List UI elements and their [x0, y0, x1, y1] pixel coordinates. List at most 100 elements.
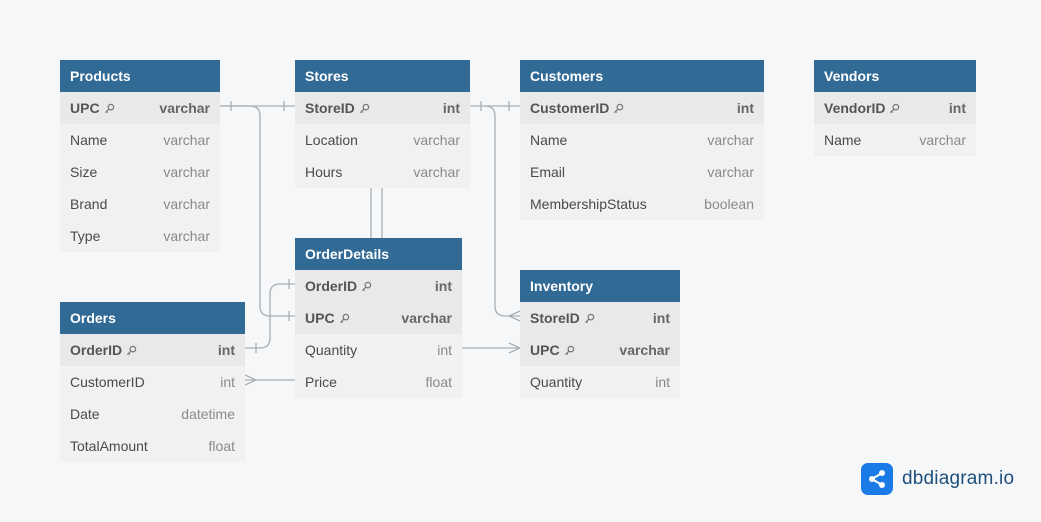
- field-row[interactable]: StoreID int: [295, 92, 470, 124]
- field-name-text: Quantity: [305, 342, 358, 358]
- field-type: int: [736, 100, 754, 116]
- field-name: Quantity: [305, 334, 357, 366]
- field-row[interactable]: Size varchar: [60, 156, 220, 188]
- field-type: int: [220, 374, 235, 390]
- field-name-text: Name: [824, 132, 862, 148]
- field-name-text: TotalAmount: [70, 438, 148, 454]
- field-name: Price: [305, 366, 337, 398]
- table-header[interactable]: Customers: [520, 60, 764, 92]
- field-name-text: StoreID: [305, 100, 355, 116]
- field-name: UPC: [305, 302, 350, 334]
- field-row[interactable]: OrderID int: [295, 270, 462, 302]
- field-name: Email: [530, 156, 565, 188]
- field-name-text: OrderID: [305, 278, 358, 294]
- field-type: varchar: [401, 310, 452, 326]
- edge-stores-inventory: [484, 105, 520, 317]
- field-type: int: [655, 374, 670, 390]
- field-row[interactable]: CustomerID int: [60, 366, 245, 398]
- field-type: varchar: [163, 132, 210, 148]
- field-type: datetime: [181, 406, 235, 422]
- field-name: Date: [70, 398, 100, 430]
- table-header[interactable]: Products: [60, 60, 220, 92]
- field-name-text: OrderID: [70, 342, 123, 358]
- field-name: StoreID: [305, 92, 370, 124]
- field-row[interactable]: Location varchar: [295, 124, 470, 156]
- edge-orders-orderdetails: [245, 283, 295, 349]
- key-icon: [359, 103, 370, 113]
- field-name: Name: [530, 124, 567, 156]
- dbdiagram-logo-icon: [861, 463, 893, 495]
- field-name-text: Location: [305, 132, 358, 148]
- table-header[interactable]: Orders: [60, 302, 245, 334]
- field-type: int: [434, 278, 452, 294]
- field-name-text: UPC: [70, 100, 100, 116]
- key-icon: [614, 103, 624, 113]
- field-type: varchar: [413, 132, 460, 148]
- key-icon: [104, 103, 114, 113]
- key-icon: [564, 345, 574, 355]
- field-name-text: StoreID: [530, 310, 580, 326]
- field-type: varchar: [163, 196, 210, 212]
- table-header[interactable]: OrderDetails: [295, 238, 462, 270]
- field-name: StoreID: [530, 302, 595, 334]
- table-header[interactable]: Stores: [295, 60, 470, 92]
- field-name: Size: [70, 156, 97, 188]
- field-type: varchar: [707, 164, 754, 180]
- field-row[interactable]: Hours varchar: [295, 156, 470, 188]
- field-name: UPC: [530, 334, 575, 366]
- field-type: varchar: [163, 164, 210, 180]
- field-name-text: CustomerID: [70, 374, 145, 390]
- field-name: OrderID: [70, 334, 137, 366]
- field-type: varchar: [413, 164, 460, 180]
- table-header[interactable]: Vendors: [814, 60, 976, 92]
- field-name: UPC: [70, 92, 115, 124]
- field-row[interactable]: UPC varchar: [520, 334, 680, 366]
- dbdiagram-logo[interactable]: dbdiagram.io: [861, 463, 1014, 495]
- field-row[interactable]: UPC varchar: [295, 302, 462, 334]
- field-name: OrderID: [305, 270, 372, 302]
- key-icon: [339, 313, 349, 323]
- field-name-text: Name: [70, 132, 108, 148]
- field-name: CustomerID: [530, 92, 624, 124]
- field-type: varchar: [619, 342, 670, 358]
- field-name-text: Hours: [305, 164, 343, 180]
- field-row[interactable]: Date datetime: [60, 398, 245, 430]
- field-row[interactable]: CustomerID int: [520, 92, 764, 124]
- key-icon: [127, 345, 137, 355]
- field-row[interactable]: Brand varchar: [60, 188, 220, 220]
- field-type: int: [442, 100, 460, 116]
- field-name: TotalAmount: [70, 430, 148, 462]
- field-row[interactable]: Email varchar: [520, 156, 764, 188]
- field-type: varchar: [163, 228, 210, 244]
- key-icon: [584, 313, 595, 323]
- table-header[interactable]: Inventory: [520, 270, 680, 302]
- field-name-text: CustomerID: [530, 100, 610, 116]
- field-name-text: UPC: [305, 310, 335, 326]
- field-name: Name: [824, 124, 861, 156]
- field-name: MembershipStatus: [530, 188, 647, 220]
- field-name-text: Brand: [70, 196, 108, 212]
- key-icon: [890, 103, 900, 113]
- field-row[interactable]: Name varchar: [60, 124, 220, 156]
